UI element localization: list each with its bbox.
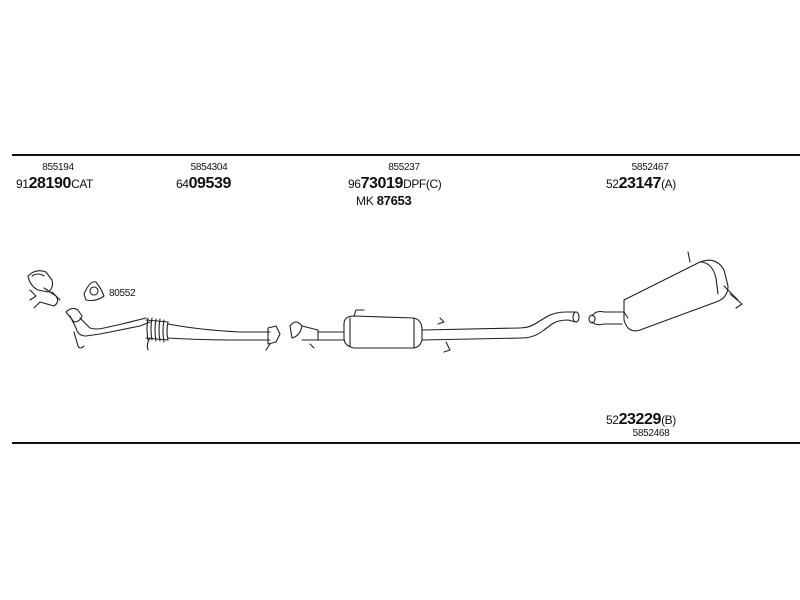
kit-prefix: MK bbox=[356, 194, 374, 208]
part-ref-g1: 855194 bbox=[42, 162, 74, 173]
rear-silencer-icon bbox=[588, 251, 743, 332]
part-code-g4: 5223147(A) bbox=[606, 176, 676, 192]
part-code-g5: 5223229(B) bbox=[606, 412, 676, 428]
part-code-prefix: 52 bbox=[606, 413, 619, 427]
gasket-label: 80552 bbox=[109, 288, 136, 299]
part-code-main: 28190 bbox=[28, 175, 72, 192]
top-divider bbox=[12, 154, 800, 156]
gasket-icon bbox=[83, 281, 105, 302]
part-code-prefix: 52 bbox=[606, 177, 619, 191]
rear-pipe-icon bbox=[421, 311, 580, 353]
part-code-main: 73019 bbox=[360, 175, 404, 192]
dpf-silencer-icon bbox=[343, 309, 423, 349]
part-code-prefix: 96 bbox=[348, 177, 361, 191]
part-ref-g3: 855237 bbox=[388, 162, 420, 173]
part-code-main: 09539 bbox=[188, 175, 232, 192]
bottom-divider bbox=[12, 442, 800, 444]
middle-pipe-icon bbox=[289, 321, 345, 349]
front-clamp-icon bbox=[27, 270, 61, 309]
kit-number: 87653 bbox=[376, 193, 412, 208]
part-code-prefix: 64 bbox=[176, 177, 189, 191]
part-code-prefix: 91 bbox=[16, 177, 29, 191]
part-code-suffix: CAT bbox=[71, 177, 93, 191]
part-code-g2: 6409539 bbox=[176, 176, 231, 192]
kit-number-g3: MK 87653 bbox=[356, 193, 412, 208]
part-ref-g2: 5854304 bbox=[190, 162, 228, 173]
part-code-suffix: DPF(C) bbox=[403, 177, 442, 191]
part-ref-g4: 5852467 bbox=[631, 162, 669, 173]
part-code-main: 23229 bbox=[618, 411, 662, 428]
part-code-main: 23147 bbox=[618, 175, 662, 192]
front-pipe-icon bbox=[65, 307, 281, 351]
part-code-g3: 9673019DPF(C) bbox=[348, 175, 442, 192]
part-code-suffix: (A) bbox=[661, 177, 676, 191]
part-code-suffix: (B) bbox=[661, 413, 676, 427]
part-code-g1: 9128190CAT bbox=[16, 176, 93, 192]
part-ref-g5: 5852468 bbox=[632, 428, 670, 439]
